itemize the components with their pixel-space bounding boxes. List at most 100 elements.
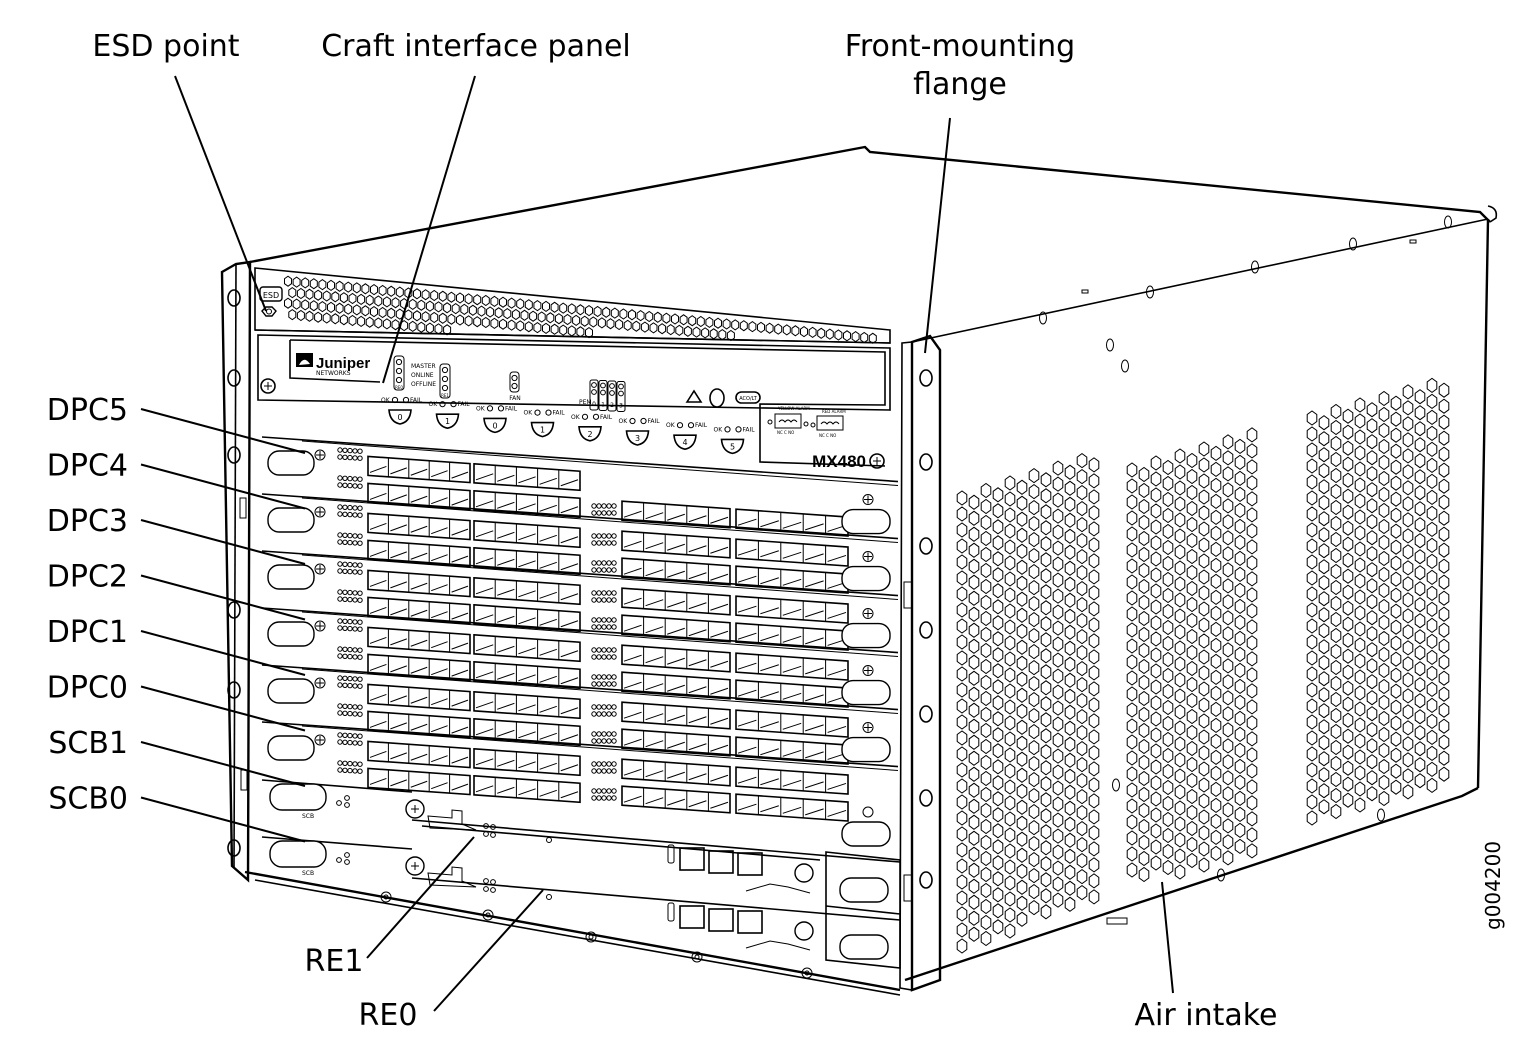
intake-hole [1162, 795, 1174, 812]
dpc-ejector-handle[interactable] [267, 621, 315, 647]
dpc-right-ejector-handle[interactable] [841, 679, 891, 706]
intake-hole [980, 706, 992, 723]
intake-hole [1088, 569, 1100, 585]
re1-ethernet-port-2[interactable] [708, 850, 734, 874]
intake-hole [1414, 773, 1426, 789]
intake-hole [1162, 603, 1174, 620]
re0-ethernet-port-1[interactable] [679, 905, 705, 929]
dpc-ejector-handle[interactable] [267, 507, 315, 533]
intake-hole [1222, 466, 1234, 482]
intake-hole [1126, 846, 1138, 862]
intake-hole [1162, 859, 1174, 876]
intake-hole [1342, 536, 1354, 552]
leader-dpc0 [140, 685, 306, 732]
slot-select-button[interactable] [625, 430, 650, 446]
intake-hole [992, 727, 1004, 743]
re0-ethernet-port-2[interactable] [708, 908, 734, 932]
intake-hole [1246, 507, 1258, 523]
intake-hole [1378, 550, 1390, 567]
intake-hole [1016, 527, 1028, 543]
intake-hole [1076, 756, 1088, 773]
intake-hole [1234, 438, 1246, 455]
scb-ejector-handle[interactable] [269, 783, 327, 811]
yellow-alarm-label: YELLOW ALARM [777, 406, 810, 411]
intake-hole [1174, 624, 1186, 640]
intake-hole [1138, 674, 1150, 691]
intake-hole [1354, 653, 1366, 669]
aco-lt-button[interactable] [735, 391, 761, 404]
re0-ethernet-port-3[interactable] [737, 910, 763, 934]
intake-hole [1390, 667, 1402, 683]
intake-hole [1390, 683, 1402, 699]
intake-hole [1426, 537, 1438, 554]
intake-hole [1150, 663, 1162, 679]
intake-hole [1318, 767, 1330, 783]
vent-hole [335, 302, 344, 314]
dpc-ejector-handle[interactable] [267, 678, 315, 704]
port-group [367, 482, 471, 511]
intake-hole [1378, 630, 1390, 647]
slot-select-button[interactable] [435, 413, 460, 430]
dpc-ejector-handle[interactable] [267, 564, 315, 590]
slot-select-button[interactable] [578, 426, 602, 442]
slot-select-button[interactable] [388, 409, 412, 425]
slot-select-button[interactable] [530, 421, 555, 438]
label-dpc0: DPC0 [47, 671, 128, 706]
intake-hole [1052, 844, 1064, 860]
label-scb1: SCB1 [48, 726, 128, 761]
intake-hole [1330, 739, 1342, 756]
re1-module [411, 819, 901, 894]
intake-hole [1438, 478, 1450, 494]
scb-ejector-handle[interactable] [269, 840, 327, 868]
intake-hole [1004, 747, 1016, 763]
dpc-ejector-handle[interactable] [267, 735, 315, 761]
port-group [367, 596, 471, 625]
intake-hole [1004, 715, 1016, 731]
intake-hole [1040, 472, 1052, 488]
slot-select-button[interactable] [673, 434, 697, 451]
intake-hole [1052, 812, 1064, 828]
intake-hole [1438, 510, 1450, 526]
intake-hole [1076, 468, 1088, 485]
intake-hole [1138, 866, 1150, 883]
intake-hole [1174, 544, 1186, 560]
port-group [367, 455, 471, 484]
slot-button-number: 1 [445, 417, 450, 426]
port-group [735, 652, 849, 681]
intake-hole [1342, 760, 1354, 776]
intake-hole [1366, 674, 1378, 690]
intake-hole [1354, 525, 1366, 541]
intake-hole [1330, 595, 1342, 612]
re-latch[interactable] [427, 809, 477, 831]
ok-label: OK [476, 405, 486, 412]
intake-hole [968, 798, 980, 814]
re1-ethernet-port-1[interactable] [679, 847, 705, 871]
intake-hole [1414, 469, 1426, 485]
intake-hole [1246, 571, 1258, 587]
intake-hole [1342, 424, 1354, 440]
intake-hole [1330, 579, 1342, 596]
slot-select-button[interactable] [483, 417, 507, 434]
re1-ethernet-port-3[interactable] [737, 852, 763, 876]
dpc-right-ejector-handle[interactable] [841, 622, 891, 649]
re-latch[interactable] [427, 866, 477, 888]
intake-hole [1174, 640, 1186, 656]
dpc-ejector-handle[interactable] [267, 450, 315, 476]
lower-ejector-handle-2[interactable] [839, 934, 889, 960]
intake-hole [1234, 758, 1246, 775]
intake-hole [968, 750, 980, 766]
intake-hole [1330, 627, 1342, 644]
lower-ejector-handle-1[interactable] [839, 877, 889, 903]
slot-select-button[interactable] [720, 438, 745, 455]
dpc-right-ejector-handle[interactable] [841, 821, 891, 847]
panel-screw-right-icon [869, 453, 885, 469]
intake-hole [1028, 643, 1040, 660]
intake-hole [1088, 745, 1100, 761]
intake-hole [1210, 749, 1222, 766]
intake-hole [1088, 633, 1100, 649]
dpc-right-ejector-handle[interactable] [841, 736, 891, 763]
dpc-right-ejector-handle[interactable] [841, 508, 891, 535]
dpc-right-ejector-handle[interactable] [841, 565, 891, 592]
intake-hole [1186, 660, 1198, 677]
